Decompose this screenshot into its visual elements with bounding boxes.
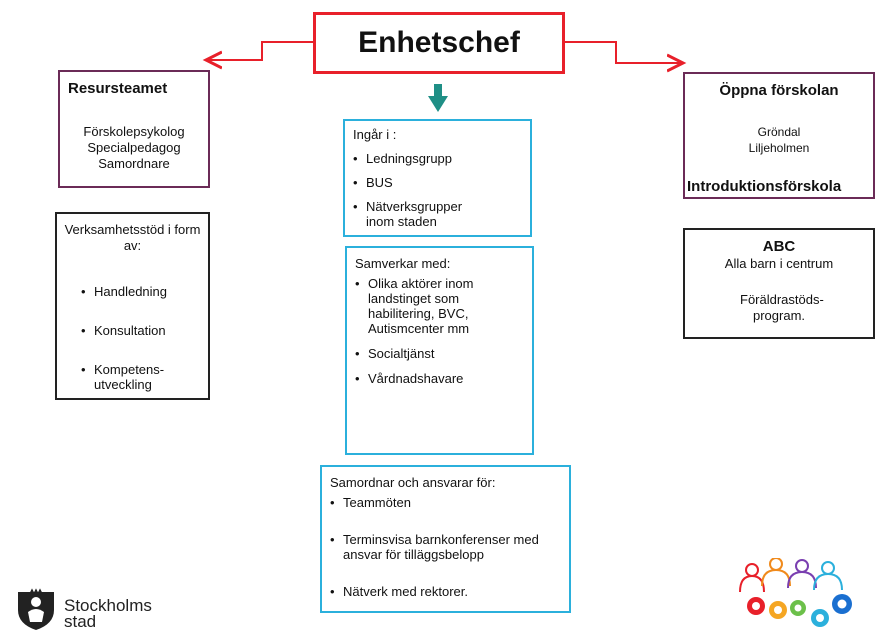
introduktionsforskola-title: Introduktionsförskola — [687, 178, 842, 195]
resursteamet-title: Resursteamet — [68, 80, 168, 97]
list-item: Kompetens-utveckling — [79, 362, 202, 392]
list-item: Socialtjänst — [353, 346, 508, 361]
abc-title: ABC — [762, 238, 796, 255]
abc-line: Alla barn i centrum — [724, 256, 834, 271]
oppna-forskolan-box: Öppna förskolan Gröndal Liljeholmen Intr… — [683, 72, 875, 199]
stockholm-logo-line: stad — [64, 612, 97, 631]
oppna-forskolan-title: Öppna förskolan — [719, 82, 839, 99]
abc-box: ABC Alla barn i centrum Föräldrastöds-pr… — [683, 228, 875, 339]
resursteamet-line: Samordnare — [98, 156, 170, 171]
resursteamet-line: Förskolepsykolog — [83, 124, 185, 139]
list-item: Handledning — [79, 284, 202, 299]
verksamhetsstod-box: Verksamhetsstöd i form av: Handledning K… — [55, 212, 210, 400]
list-item: Konsultation — [79, 323, 202, 338]
resursteamet-box: Resursteamet Förskolepsykolog Specialped… — [58, 70, 210, 188]
oppna-forskolan-line: Liljeholmen — [748, 141, 810, 155]
list-item: BUS — [351, 175, 522, 190]
arrow-to-oppna-forskolan — [565, 41, 683, 63]
list-item: Ledningsgrupp — [351, 151, 522, 166]
list-item: Nätverk med rektorer. — [328, 584, 561, 599]
list-item: Olika aktörer inom landstinget som habil… — [353, 276, 508, 336]
enhetschef-label: Enhetschef — [358, 26, 520, 59]
people-gears-logo — [739, 558, 852, 627]
samordnar-intro: Samordnar och ansvarar för: — [330, 475, 496, 490]
verksamhetsstod-intro: Verksamhetsstöd i form av: — [64, 222, 201, 253]
list-item: Terminsvisa barnkonferenser med ansvar f… — [328, 532, 561, 562]
samordnar-list: Teammöten Terminsvisa barnkonferenser me… — [328, 495, 561, 599]
ingar-i-list: Ledningsgrupp BUS Nätverksgrupper inom s… — [351, 151, 522, 229]
ingar-i-intro: Ingår i : — [353, 127, 397, 142]
ingar-i-box: Ingår i : Ledningsgrupp BUS Nätverksgrup… — [343, 119, 532, 237]
samverkar-med-list: Olika aktörer inom landstinget som habil… — [353, 276, 508, 386]
resursteamet-line: Specialpedagog — [87, 140, 181, 155]
arrow-to-resursteamet — [206, 41, 313, 60]
stockholm-logo-line: Stockholms — [64, 596, 152, 615]
stockholm-crest-logo — [18, 588, 54, 630]
down-arrow-teal — [428, 84, 448, 112]
samverkar-med-intro: Samverkar med: — [355, 256, 451, 271]
list-item: Teammöten — [328, 495, 561, 510]
samordnar-box: Samordnar och ansvarar för: Teammöten Te… — [320, 465, 571, 613]
oppna-forskolan-line: Gröndal — [757, 125, 801, 139]
verksamhetsstod-list: Handledning Konsultation Kompetens-utvec… — [79, 284, 202, 392]
enhetschef-box: Enhetschef — [313, 12, 565, 74]
abc-line: Föräldrastöds-program. — [740, 292, 824, 323]
list-item: Vårdnadshavare — [353, 371, 508, 386]
list-item: Nätverksgrupper inom staden — [351, 199, 522, 229]
samverkar-med-box: Samverkar med: Olika aktörer inom landst… — [345, 246, 534, 455]
